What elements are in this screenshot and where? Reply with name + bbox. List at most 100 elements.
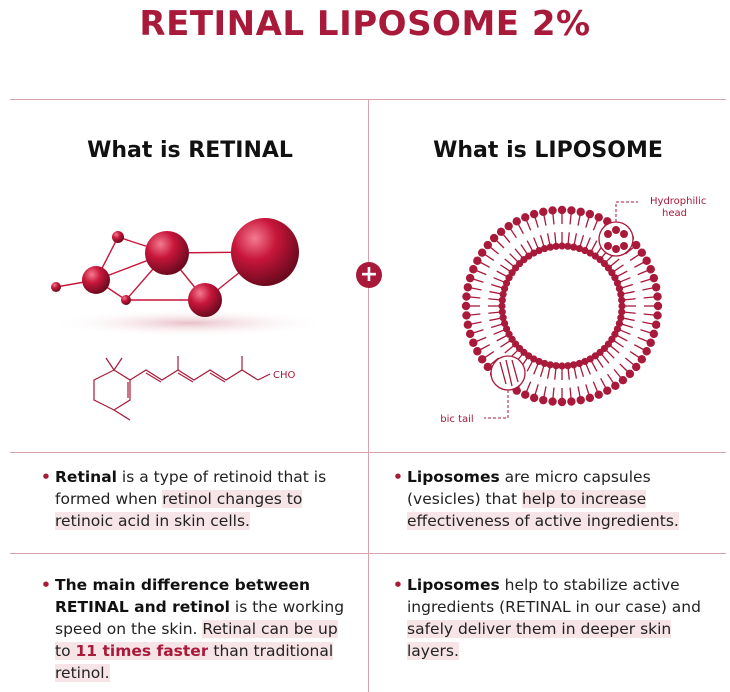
- liposome-bold-term: Liposomes: [407, 468, 500, 486]
- bullet-icon: •: [393, 468, 403, 486]
- lipid-head-inner: [546, 243, 554, 251]
- lipid-head-inner: [502, 325, 511, 333]
- hydropobic-label: Hydropobic tail: [440, 414, 474, 425]
- lipid-head-outer: [653, 301, 663, 311]
- lipid-head-outer: [625, 369, 635, 379]
- lipid-head-inner: [500, 284, 509, 293]
- tail-zoom-detail: [499, 359, 519, 387]
- lipid-head-inner: [564, 362, 572, 370]
- retinal-difference: • The main difference between RETINAL an…: [41, 574, 355, 684]
- lipid-head-inner: [617, 290, 625, 298]
- plus-icon: +: [356, 262, 382, 288]
- atom-small-3: [121, 295, 131, 305]
- lipid-head-outer: [548, 397, 557, 406]
- lipid-head-outer: [469, 338, 478, 347]
- lipid-head-outer: [465, 273, 475, 283]
- atom-medium-2: [188, 283, 222, 317]
- liposome-function: • Liposomes help to stabilize active ing…: [393, 574, 707, 662]
- lipid-head-inner: [535, 246, 543, 255]
- cho-label: CHO: [273, 370, 296, 381]
- lipid-head-outer: [463, 283, 473, 292]
- lipid-head-inner: [570, 361, 578, 369]
- lipid-head-outer: [632, 240, 641, 250]
- liposome-heading: What is LIPOSOME: [433, 138, 663, 163]
- lipid-head-outer: [611, 381, 620, 391]
- lipid-head-inner: [546, 361, 554, 369]
- retinal-def-text: is a type of retinoid that is formed whe…: [55, 468, 327, 508]
- lipid-head-outer: [477, 248, 487, 257]
- lipid-head-outer: [653, 311, 662, 320]
- lipid-head-outer: [529, 393, 539, 403]
- lipid-head-inner: [613, 279, 622, 287]
- lipid-head-inner: [498, 308, 506, 316]
- lipid-head-outer: [649, 273, 659, 283]
- liposome-function-text: help to stabilize active ingredients (RE…: [407, 576, 701, 616]
- atom-small-1: [51, 282, 61, 292]
- lipid-head-outer: [539, 395, 548, 405]
- lipid-head-outer: [632, 362, 641, 372]
- lipid-head-inner: [500, 319, 509, 328]
- lipid-head-outer: [594, 390, 603, 399]
- lipid-head-outer: [576, 207, 585, 217]
- retinal-bold-term: Retinal: [55, 468, 117, 486]
- molecule-balls-diagram: [50, 218, 330, 337]
- lipid-head-outer: [642, 347, 651, 356]
- head-zoom-detail: [604, 226, 628, 253]
- lipid-head-inner: [615, 319, 624, 328]
- difference-text: is the working speed on the skin.: [55, 598, 345, 638]
- lipid-head-outer: [637, 355, 647, 364]
- lipid-head-outer: [496, 227, 506, 236]
- lipid-head-inner: [499, 290, 507, 298]
- lipid-head-outer: [618, 376, 628, 385]
- bullet-icon: •: [393, 576, 403, 594]
- lipid-head-inner: [618, 302, 626, 310]
- liposome-function-highlight: safely deliver them in deeper skin layer…: [407, 620, 672, 660]
- lipid-head-inner: [540, 244, 549, 253]
- lipid-head-inner: [575, 359, 584, 368]
- lipid-head-outer: [557, 205, 567, 215]
- molecule-shadow: [50, 309, 330, 337]
- liposome-diagram: Hydrophilic head Hydropobic tail: [440, 196, 706, 425]
- lipid-head-outer: [576, 395, 585, 405]
- atom-small-2: [112, 231, 124, 243]
- lipid-head-outer: [483, 240, 492, 250]
- retinal-definition: • Retinal is a type of retinoid that is …: [41, 466, 355, 532]
- lipid-head-inner: [558, 242, 566, 250]
- lipid-head-outer: [651, 320, 661, 329]
- lipid-head-outer: [548, 206, 557, 215]
- tail-zoom-circle: [490, 355, 526, 391]
- lipid-head-inner: [498, 296, 506, 304]
- lipid-head-outer: [489, 233, 499, 243]
- lipid-head-outer: [462, 292, 471, 301]
- lipid-head-outer: [473, 347, 482, 356]
- lipid-head-outer: [585, 393, 595, 403]
- lipid-head-outer: [653, 292, 662, 301]
- lipid-head-inner: [558, 362, 566, 370]
- retinal-heading: What is RETINAL: [87, 138, 293, 163]
- lipid-head-outer: [642, 256, 651, 265]
- liposome-def-text: are micro capsules (vesicles) that: [407, 468, 651, 508]
- liposome-function-bold: Liposomes: [407, 576, 500, 594]
- bullet-icon: •: [41, 576, 51, 594]
- lipid-head-outer: [521, 390, 530, 399]
- hydrophilic-label-line2: head: [662, 208, 687, 219]
- lipid-head-outer: [646, 265, 655, 274]
- lipid-head-inner: [552, 362, 560, 370]
- lipid-head-inner: [570, 243, 578, 251]
- lipid-head-inner: [581, 357, 589, 366]
- hydrophilic-label-line1: Hydrophilic: [650, 196, 706, 207]
- lipid-head-outer: [462, 311, 471, 320]
- bullet-icon: •: [41, 468, 51, 486]
- lipid-head-outer: [585, 209, 595, 219]
- retinal-structure-formula: CHO: [93, 356, 296, 421]
- lipid-head-outer: [594, 213, 603, 222]
- lipid-head-inner: [615, 284, 624, 293]
- lipid-head-outer: [567, 397, 576, 406]
- lipid-head-inner: [575, 244, 584, 253]
- lipid-head-outer: [539, 207, 548, 217]
- lipid-head-outer: [465, 329, 475, 339]
- lipid-head-inner: [618, 308, 626, 316]
- lipid-head-inner: [499, 314, 507, 322]
- lipid-head-outer: [473, 256, 482, 265]
- liposome-definition: • Liposomes are micro capsules (vesicles…: [393, 466, 707, 532]
